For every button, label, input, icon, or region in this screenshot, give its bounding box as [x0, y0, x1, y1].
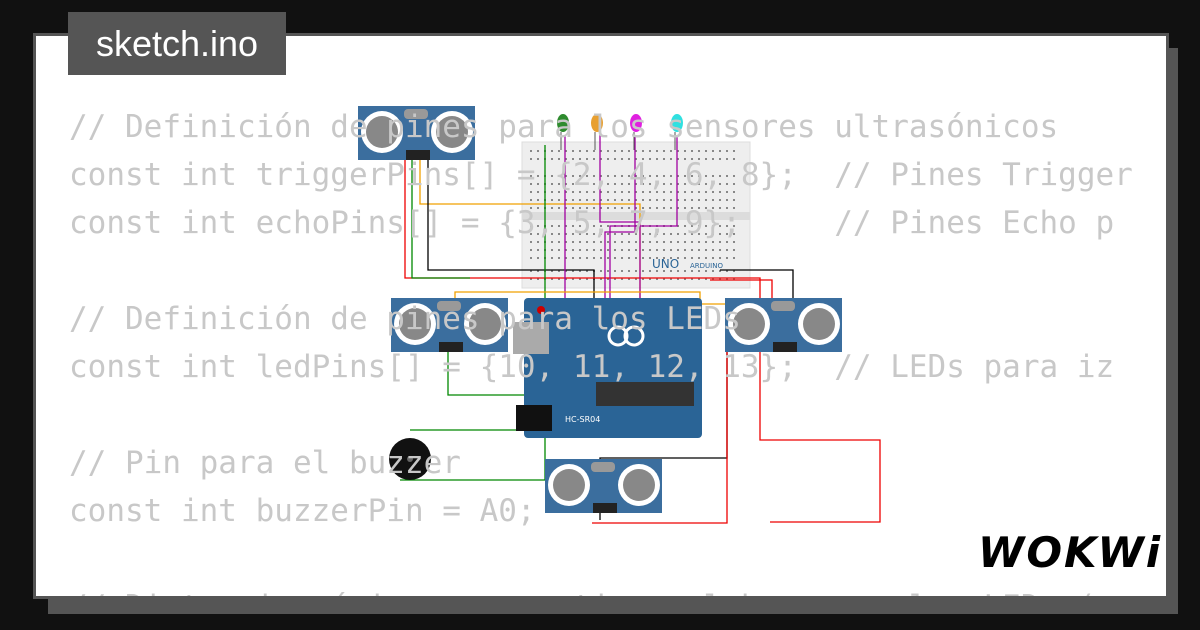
led	[630, 114, 642, 150]
code-line: const int triggerPins[] = {2, 4, 6, 8}; …	[69, 157, 1133, 193]
code-preview: // Definición de pines para los sensores…	[69, 103, 1133, 596]
code-line: // Definición de pines para los sensores…	[69, 109, 1059, 145]
wokwi-logo: WOKWi	[978, 528, 1163, 577]
arduino-uno	[513, 298, 702, 438]
sensor-label: HC-SR04	[565, 415, 600, 424]
code-line: // Pin para el buzzer	[69, 445, 461, 481]
code-clip: // Definición de pines para los sensores…	[36, 36, 1166, 596]
board-brand: ARDUINO	[690, 262, 723, 270]
ultrasonic-sensor	[545, 459, 662, 513]
led	[557, 114, 569, 150]
ultrasonic-sensor	[391, 298, 508, 352]
led	[591, 114, 603, 150]
file-tab: sketch.ino	[68, 12, 286, 75]
board-label: UNO	[652, 257, 679, 271]
code-line: // Definición de pines para los LEDs	[69, 301, 741, 337]
ultrasonic-sensor	[725, 298, 842, 352]
ultrasonic-sensor	[358, 106, 475, 160]
code-line: // Distancia mínima para activar el buzz…	[69, 583, 1133, 596]
led	[671, 114, 683, 150]
code-line: const int buzzerPin = A0;	[69, 493, 536, 529]
led-row	[557, 114, 683, 150]
code-line: const int echoPins[] = {3, 5, 7, 9}; // …	[69, 205, 1115, 241]
code-line: const int ledPins[] = {10, 11, 12, 13}; …	[69, 349, 1115, 385]
